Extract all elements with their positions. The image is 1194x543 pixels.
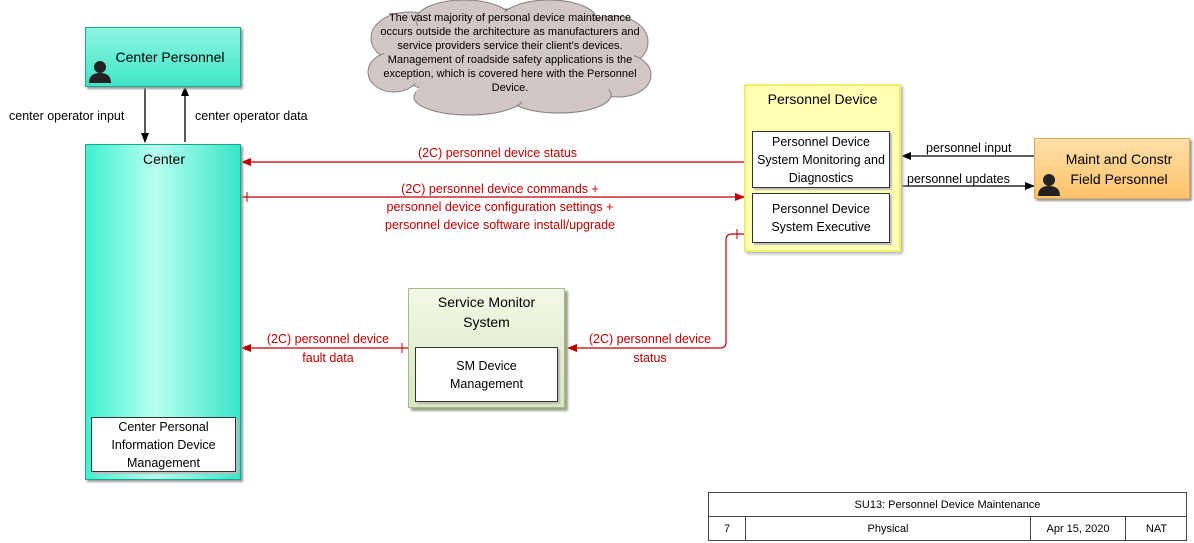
pd-status-sm-line xyxy=(567,233,744,352)
pd-status-sm-label-1: (2C) personnel device xyxy=(588,332,712,346)
personnel-device-node[interactable]: Personnel Device Personnel Device System… xyxy=(744,84,901,252)
service-monitor-node[interactable]: Service Monitor System SM Device Managem… xyxy=(408,288,565,408)
footer-title-block: SU13: Personnel Device Maintenance 7 Phy… xyxy=(708,492,1187,541)
person-icon xyxy=(89,61,111,83)
person-icon xyxy=(1038,174,1060,196)
center-node[interactable]: Center Center Personal Information Devic… xyxy=(85,144,241,480)
footer-date: Apr 15, 2020 xyxy=(1030,517,1125,541)
footer-row: 7 Physical Apr 15, 2020 NAT xyxy=(709,517,1186,541)
note-text: The vast majority of personal device mai… xyxy=(380,12,640,94)
pd-commands-label-2: personnel device configuration settings … xyxy=(386,200,614,214)
center-operator-input-label: center operator input xyxy=(9,109,125,123)
center-personnel-node[interactable]: Center Personnel xyxy=(85,27,241,87)
field-personnel-label: Maint and Constr Field Personnel xyxy=(1065,151,1173,187)
fault-data-label-1: (2C) personnel device xyxy=(266,332,390,346)
footer-view: Physical xyxy=(745,517,1030,541)
sm-device-mgmt-box[interactable]: SM Device Management xyxy=(415,347,558,402)
footer-title: SU13: Personnel Device Maintenance xyxy=(709,493,1186,517)
personnel-device-label: Personnel Device xyxy=(767,91,878,107)
pd-monitoring-box[interactable]: Personnel Device System Monitoring and D… xyxy=(752,131,890,188)
pd-commands-label-1: (2C) personnel device commands + xyxy=(401,182,599,196)
pd-executive-box[interactable]: Personnel Device System Executive xyxy=(752,193,890,243)
service-monitor-label: Service Monitor System xyxy=(437,294,536,330)
note-cloud-shape xyxy=(367,0,652,116)
center-pidm-box[interactable]: Center Personal Information Device Manag… xyxy=(91,417,236,472)
footer-scope: NAT xyxy=(1125,517,1187,541)
pd-status-sm-label-2: status xyxy=(633,351,667,365)
center-operator-data-label: center operator data xyxy=(195,109,308,123)
pd-status-top-label: (2C) personnel device status xyxy=(417,146,578,160)
personnel-updates-label: personnel updates xyxy=(907,172,1010,186)
pd-commands-label-3: personnel device software install/upgrad… xyxy=(385,218,615,232)
fault-data-label-2: fault data xyxy=(302,351,354,365)
field-personnel-node[interactable]: Maint and Constr Field Personnel xyxy=(1034,138,1190,199)
personnel-input-label: personnel input xyxy=(926,141,1012,155)
center-personnel-label: Center Personnel xyxy=(115,49,225,65)
center-label: Center xyxy=(142,151,186,167)
footer-number: 7 xyxy=(723,523,731,535)
